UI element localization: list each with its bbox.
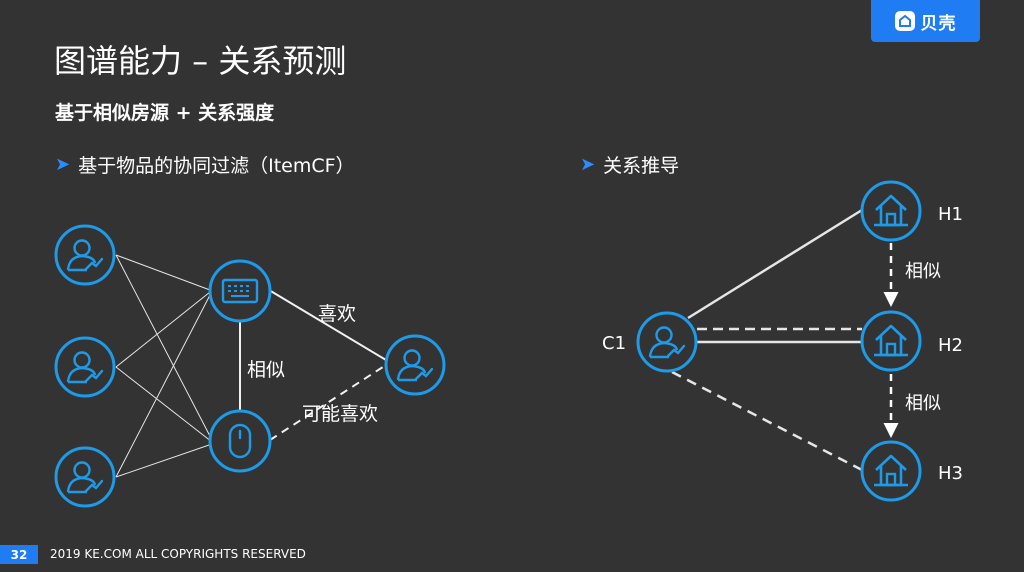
edge-user1-keyboard: [115, 254, 211, 291]
mouse-icon: [228, 423, 252, 459]
label-similar-left: 相似: [247, 359, 285, 381]
left-section-heading: ➤ 基于物品的协同过滤（ItemCF）: [55, 151, 355, 178]
house-icon: [872, 194, 910, 227]
mouse-node: [208, 409, 272, 473]
customer-node-c1: [636, 311, 698, 373]
ke-logo-icon: [894, 11, 915, 31]
page-number: 32: [0, 545, 38, 564]
chevron-right-icon: ➤: [580, 154, 596, 175]
copyright-text: 2019 KE.COM ALL COPYRIGHTS RESERVED: [50, 547, 306, 561]
brand-logo: 贝壳: [871, 0, 980, 42]
edge-mouse-user4-dashed: [269, 364, 387, 441]
house-node-h1: [860, 180, 922, 242]
user-icon: [66, 351, 104, 384]
page-title: 图谱能力 – 关系预测: [54, 42, 347, 80]
edge-user1-mouse: [115, 254, 213, 441]
edge-user3-mouse: [115, 443, 213, 478]
right-section-heading: ➤ 关系推导: [580, 151, 679, 178]
house-icon: [872, 454, 910, 487]
chevron-right-icon: ➤: [55, 154, 71, 175]
edge-user2-mouse: [115, 366, 213, 443]
edge-user2-keyboard: [115, 291, 211, 368]
right-diagram-edges: [671, 208, 899, 472]
left-section-heading-text: 基于物品的协同过滤（ItemCF）: [78, 155, 355, 177]
label-h2: H2: [938, 335, 963, 356]
user-node-3: [54, 446, 116, 508]
house-node-h2: [860, 310, 922, 372]
user-node-2: [54, 336, 116, 398]
house-icon: [872, 324, 910, 357]
edge-user3-keyboard: [115, 294, 211, 478]
label-h1: H1: [938, 204, 963, 225]
user-icon: [396, 349, 434, 382]
left-diagram-edges: [115, 254, 387, 478]
label-may-like: 可能喜欢: [302, 403, 378, 425]
label-similar-h2-h3: 相似: [905, 393, 941, 414]
user-node-1: [54, 224, 116, 286]
label-like: 喜欢: [318, 303, 356, 325]
keyboard-node: [208, 259, 272, 323]
label-similar-h1-h2: 相似: [905, 261, 941, 282]
right-section-heading-text: 关系推导: [603, 155, 680, 177]
page-subtitle: 基于相似房源 + 关系强度: [55, 102, 275, 124]
label-c1: C1: [602, 333, 626, 354]
user-node-4: [384, 334, 446, 396]
user-icon: [66, 461, 104, 494]
edge-c1-h1: [687, 208, 863, 320]
user-icon: [66, 239, 104, 272]
user-icon: [648, 326, 686, 359]
edge-keyboard-user4: [268, 289, 387, 361]
house-node-h3: [860, 440, 922, 502]
edge-c1-h3-dashed: [671, 370, 863, 472]
label-h3: H3: [938, 463, 963, 484]
brand-logo-text: 贝壳: [920, 13, 957, 34]
keyboard-icon: [221, 278, 259, 304]
